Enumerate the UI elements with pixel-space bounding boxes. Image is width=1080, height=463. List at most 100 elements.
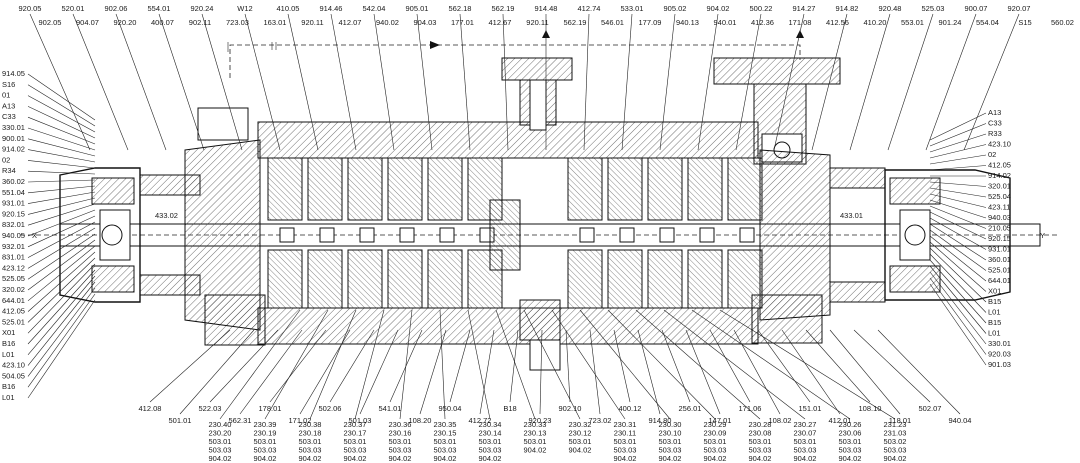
leader-line xyxy=(359,329,399,415)
leader-line xyxy=(27,233,96,280)
top-label: 412.07 xyxy=(339,18,362,27)
bottom-label: 171.02 xyxy=(289,416,312,425)
leader-line xyxy=(659,13,676,151)
right-label: L01 xyxy=(988,308,1001,317)
top-label: 920.48 xyxy=(879,4,902,13)
leader-line xyxy=(27,281,96,366)
leader-line xyxy=(244,13,281,151)
bottom-stack-label: 231.23 xyxy=(884,420,907,429)
right-bearing-label: 433.01 xyxy=(840,211,863,220)
leader-line xyxy=(27,257,96,323)
bottom-stack-label: 230.28 xyxy=(749,420,772,429)
right-label: 423.11 xyxy=(988,203,1010,212)
left-bearing-label: 433.02 xyxy=(155,211,178,220)
bottom-stack-label: 503.02 xyxy=(884,437,907,446)
bottom-label: 562.31 xyxy=(229,416,252,425)
leader-line xyxy=(635,309,761,420)
left-label: B16 xyxy=(2,339,15,348)
leader-line xyxy=(523,309,581,420)
top-label: 914.82 xyxy=(836,4,859,13)
bottom-stack-label: 230.12 xyxy=(569,429,592,438)
bottom-stack-label: 230.11 xyxy=(614,429,636,438)
leader-line xyxy=(929,247,987,303)
leader-line xyxy=(929,193,987,208)
bottom-stack-label: 230.19 xyxy=(254,429,277,438)
bottom-stack-label: 503.03 xyxy=(479,446,502,455)
bottom-label: 108.20 xyxy=(409,416,432,425)
bottom-stack-label: 230.37 xyxy=(344,420,367,429)
left-label: 330.01 xyxy=(2,123,25,132)
left-label: 01 xyxy=(2,91,10,100)
leader-line xyxy=(963,13,1020,151)
bottom-stack-label: 904.02 xyxy=(884,454,907,463)
top-label: 500.22 xyxy=(750,4,773,13)
bottom-label: 501.03 xyxy=(349,416,372,425)
bottom-label: 502.06 xyxy=(319,404,342,413)
leader-line xyxy=(929,229,987,271)
bottom-stack-label: 230.35 xyxy=(434,420,457,429)
bottom-stack-label: 904.02 xyxy=(479,454,502,463)
top-label: 914.48 xyxy=(535,4,558,13)
leader-line xyxy=(416,13,433,151)
impeller-upper xyxy=(567,157,603,221)
leader-line xyxy=(929,154,987,165)
right-label: 525.01 xyxy=(988,266,1011,275)
left-label: R34 xyxy=(2,166,16,175)
leader-line xyxy=(27,138,96,157)
leader-line xyxy=(27,263,96,334)
leader-line xyxy=(27,170,96,175)
bottom-stack-label: 503.01 xyxy=(659,437,682,446)
leader-line xyxy=(929,133,987,153)
leader-line xyxy=(929,211,987,240)
leader-line xyxy=(373,13,395,151)
leader-line xyxy=(149,329,231,403)
leader-line xyxy=(929,144,987,159)
impeller-lower xyxy=(427,249,463,309)
leader-line xyxy=(309,309,357,420)
leader-line xyxy=(201,13,243,151)
impeller-hub xyxy=(699,227,715,243)
impeller-lower xyxy=(347,249,383,309)
right-label: 02 xyxy=(988,150,996,159)
leader-line xyxy=(27,251,96,312)
top-label: 412.67 xyxy=(489,18,512,27)
bottom-stack-label: 503.03 xyxy=(884,446,907,455)
top-label: S15 xyxy=(1018,18,1031,27)
right-label: 320.01 xyxy=(988,182,1011,191)
leader-line xyxy=(27,185,96,194)
bottom-label: 118.01 xyxy=(889,416,911,425)
leader-line xyxy=(29,13,91,151)
bottom-stack-label: 503.03 xyxy=(704,446,727,455)
left-label: 423.12 xyxy=(2,263,25,272)
impeller-upper xyxy=(347,157,383,221)
bottom-stack-label: 503.01 xyxy=(389,437,412,446)
bottom-stack-label: 230.39 xyxy=(254,420,277,429)
leader-line xyxy=(877,329,961,415)
left-label: 832.01 xyxy=(2,220,25,229)
bottom-stack-label: 503.01 xyxy=(839,437,862,446)
bottom-stack-label: 230.09 xyxy=(704,429,727,438)
bottom-label: 400.12 xyxy=(619,404,642,413)
top-label: 412.56 xyxy=(826,18,849,27)
leader-line xyxy=(27,106,96,139)
left-label: 831.01 xyxy=(2,253,25,262)
left-label: 360.02 xyxy=(2,177,25,186)
impeller-hub xyxy=(619,227,635,243)
impeller-upper xyxy=(267,157,303,221)
bottom-stack-label: 230.36 xyxy=(389,420,412,429)
bottom-label: 256.01 xyxy=(679,404,702,413)
impeller-upper xyxy=(387,157,423,221)
leader-line xyxy=(27,239,96,291)
bottom-label: 723.02 xyxy=(589,416,612,425)
bottom-stack-label: 503.01 xyxy=(524,437,547,446)
bottom-label: 151.01 xyxy=(799,404,822,413)
leader-line xyxy=(583,13,590,151)
left-label: 525.05 xyxy=(2,274,25,283)
impeller-hub xyxy=(579,227,595,243)
impeller-hub xyxy=(739,227,755,243)
leader-line xyxy=(709,329,751,403)
left-label: 551.04 xyxy=(2,188,25,197)
top-label: 902.06 xyxy=(105,4,128,13)
